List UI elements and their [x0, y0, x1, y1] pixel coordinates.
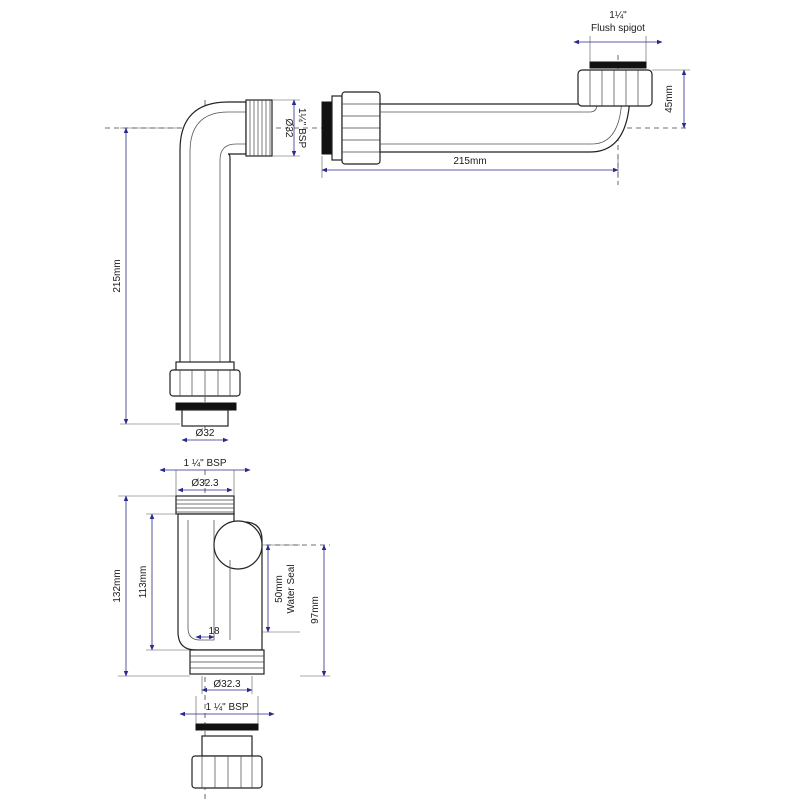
flush-spigot-label: Flush spigot	[591, 23, 645, 34]
horizontal-pipe-nut	[331, 91, 381, 165]
elbow-bottom-spigot	[181, 409, 229, 427]
dim-45-label: 45mm	[664, 85, 675, 113]
trap-threaded-top	[175, 495, 235, 515]
trap-body	[177, 513, 263, 651]
elbow-pipe	[179, 101, 247, 366]
elbow-bottom-washer	[175, 402, 237, 411]
water-seal-label: Water Seal	[286, 564, 297, 613]
water-seal-mm-label: 50mm	[274, 575, 285, 603]
trap-bottom-washer	[195, 723, 259, 731]
trap-bottom-spigot	[201, 735, 253, 757]
trap-top-dia-label: Ø32.3	[191, 478, 219, 489]
dim-132-label: 132mm	[112, 569, 123, 602]
trap-bottom-thread	[189, 649, 265, 675]
trap-bottom-bsp-label: 1 ¼" BSP	[205, 701, 248, 713]
elbow-threaded-end	[245, 99, 273, 157]
trap-bottom-nut	[191, 755, 263, 789]
flush-spigot-size-label: 1¼"	[609, 9, 627, 21]
dim-97-label: 97mm	[310, 596, 321, 624]
horizontal-pipe-washer	[321, 101, 333, 155]
dia-32-bottom-label: Ø32	[196, 428, 215, 439]
trap-bottom-dia-label: Ø32.3	[213, 679, 241, 690]
elbow-bottom-nut	[169, 361, 241, 397]
top-dia-label: Ø32	[283, 119, 294, 138]
dim-215-horizontal-label: 215mm	[453, 156, 486, 167]
trap-top-bsp-label: 1 ¼" BSP	[183, 457, 226, 469]
top-bsp-label: 1¼" BSP	[296, 108, 308, 149]
dim-113-label: 113mm	[138, 566, 149, 599]
dim-215-vertical-label: 215mm	[112, 259, 123, 292]
flush-spigot-coupling	[577, 61, 653, 107]
dim-18-label: 18	[208, 626, 220, 637]
